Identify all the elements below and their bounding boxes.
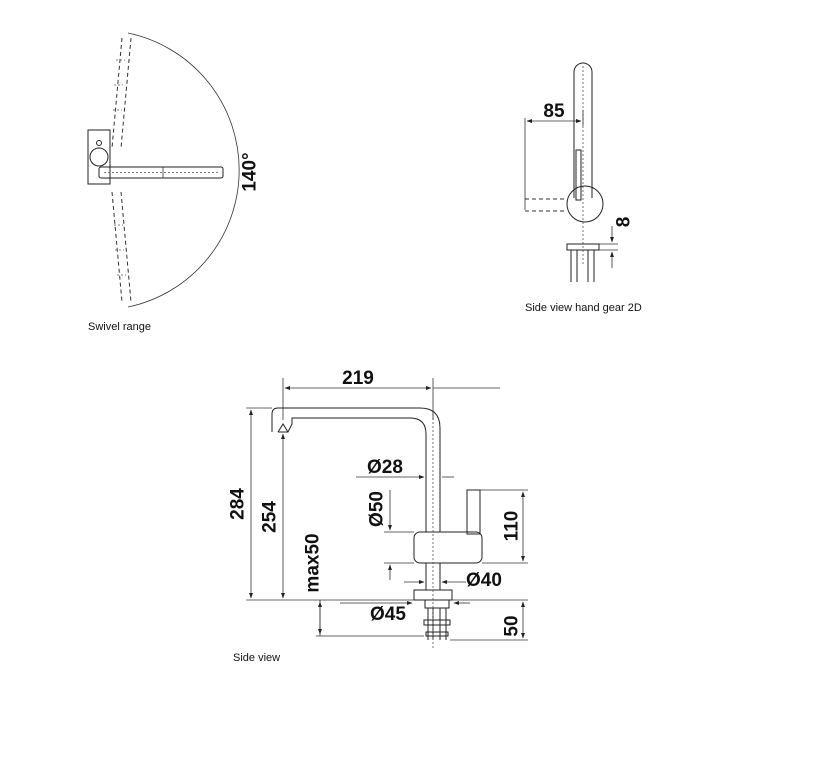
hand-gear-spout <box>573 62 593 198</box>
swivel-body <box>87 129 224 185</box>
dim-d50-label: Ø50 <box>367 491 388 527</box>
hand-gear-body <box>566 185 604 223</box>
faucet-spout-outline <box>271 407 441 532</box>
dim-110-label: 110 <box>502 511 523 542</box>
swivel-spout-lower <box>111 191 132 303</box>
dim-50-label: 50 <box>502 615 523 636</box>
hand-gear-lever <box>575 149 582 201</box>
faucet-body <box>413 531 483 564</box>
dim-219-label: 219 <box>342 368 374 389</box>
swivel-range-caption: Swivel range <box>88 321 151 333</box>
faucet-lever <box>466 489 481 535</box>
swivel-range-view: 140° Swivel range <box>87 32 261 333</box>
side-view: 219 284 254 max50 Ø28 Ø50 110 Ø40 <box>228 368 528 664</box>
swivel-arc <box>127 32 240 308</box>
dim-8-label: 8 <box>614 217 635 228</box>
side-view-caption: Side view <box>233 652 280 664</box>
swivel-spout-upper <box>111 37 132 149</box>
swivel-angle-label: 140° <box>240 152 261 191</box>
dim-d28-label: Ø28 <box>367 457 403 478</box>
hand-gear-view: 85 8 Side view hand gear 2D <box>524 62 642 314</box>
dim-284-label: 284 <box>228 488 249 520</box>
dim-85-label: 85 <box>543 101 565 122</box>
dim-254-label: 254 <box>260 501 281 533</box>
hand-gear-caption: Side view hand gear 2D <box>525 302 642 314</box>
dim-d45-label: Ø45 <box>370 604 406 625</box>
dim-d40-label: Ø40 <box>466 570 502 591</box>
dim-max50-label: max50 <box>303 533 324 592</box>
